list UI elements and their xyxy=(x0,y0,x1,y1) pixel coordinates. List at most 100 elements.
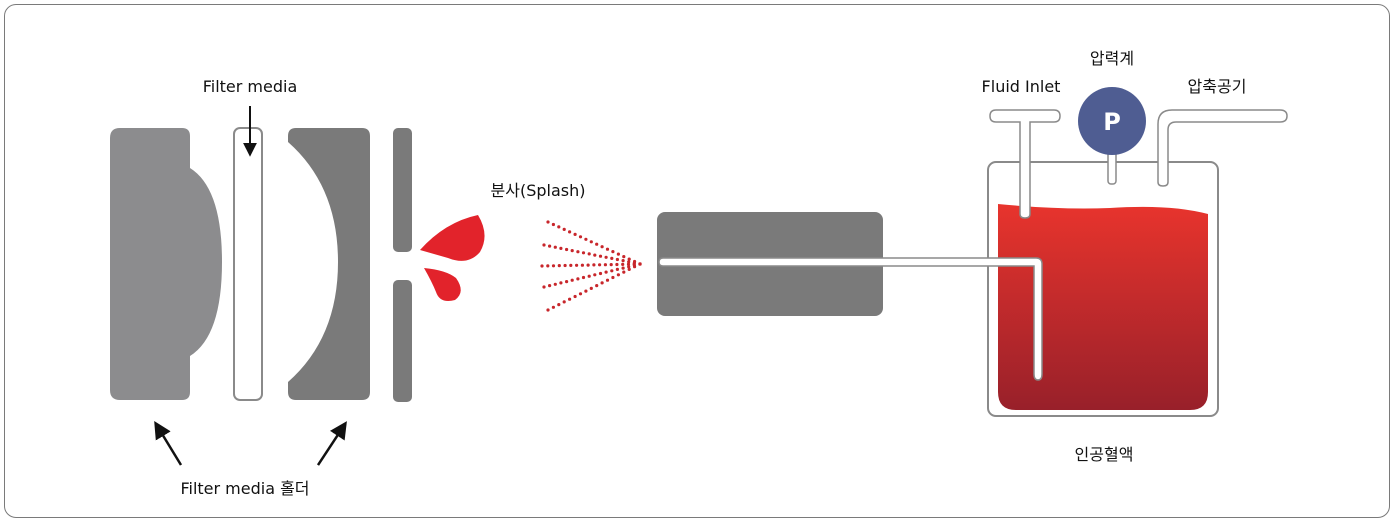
spray-dot xyxy=(576,277,580,281)
holder-right-arrow xyxy=(316,421,347,466)
spray-dot xyxy=(622,270,626,274)
holder-left-arrow xyxy=(154,421,183,466)
spray-dot xyxy=(584,237,588,241)
spray-dot xyxy=(621,262,625,266)
spray-dot xyxy=(627,265,631,269)
spray-dot xyxy=(598,271,603,276)
compressed-air-label: 압축공기 xyxy=(1188,77,1247,96)
spray-dot xyxy=(553,245,557,249)
spray-dot xyxy=(622,255,626,259)
spray-dot xyxy=(610,269,614,273)
spray-dot xyxy=(542,285,546,289)
fluid-inlet-label: Fluid Inlet xyxy=(982,77,1061,96)
spray-dot xyxy=(604,255,608,259)
artificial-blood-label: 인공혈액 xyxy=(1075,445,1134,464)
fluid-inlet-pipe xyxy=(989,109,1061,219)
spray-dots xyxy=(540,220,642,312)
spray-dot xyxy=(600,245,604,249)
spray-dot xyxy=(546,220,550,224)
spray-dot xyxy=(570,249,574,253)
spray-dot xyxy=(562,227,566,231)
spray-dot xyxy=(595,284,599,288)
compressed-air-pipe xyxy=(1157,109,1288,187)
spray-dot xyxy=(615,267,620,271)
pressure-gauge-label: 압력계 xyxy=(1090,49,1134,68)
spray-dot xyxy=(627,267,631,271)
spray-dot xyxy=(562,300,566,304)
spray-dot xyxy=(548,244,552,248)
plate-upper xyxy=(393,128,412,252)
spray-dot xyxy=(570,278,574,282)
spray-dot xyxy=(621,266,625,270)
spray-dot xyxy=(557,303,561,307)
spray-dot xyxy=(542,243,546,247)
spray-dot xyxy=(578,292,583,296)
spray-dot xyxy=(589,286,593,290)
filter-media-holder-right xyxy=(288,128,370,400)
blood-drop-upper xyxy=(420,215,485,261)
spray-dot xyxy=(586,263,590,267)
spray-dot xyxy=(573,294,577,299)
spray-dot xyxy=(551,305,556,309)
spray-dot xyxy=(587,252,591,256)
spray-dot xyxy=(621,259,625,263)
splash-label: 분사(Splash) xyxy=(491,181,586,200)
spray-dot xyxy=(593,253,597,257)
spray-dot xyxy=(609,263,613,267)
plate-lower xyxy=(393,280,412,402)
spray-dot xyxy=(557,225,561,229)
pressure-gauge xyxy=(1078,87,1146,155)
spray-dot xyxy=(598,263,602,267)
spray-dot xyxy=(565,247,569,252)
spray-dot xyxy=(581,251,586,255)
spray-dot xyxy=(616,252,621,256)
spray-dot xyxy=(540,264,544,268)
spray-dot xyxy=(615,262,619,267)
spray-dot xyxy=(565,280,569,284)
spray-dot xyxy=(557,264,561,268)
spray-dot xyxy=(578,235,583,239)
spray-dot xyxy=(627,260,631,264)
spray-dot xyxy=(563,263,567,268)
fluid-tube xyxy=(658,257,1043,381)
spray-dot xyxy=(603,263,608,267)
spray-dot xyxy=(616,273,621,277)
spray-dot xyxy=(575,263,579,267)
filter-media-holder-left xyxy=(110,128,222,400)
spray-dot xyxy=(568,297,572,301)
filter-media-label: Filter media xyxy=(203,77,298,96)
spray-dot xyxy=(546,308,550,312)
spray-dot xyxy=(587,274,591,278)
spray-dot xyxy=(592,263,596,267)
spray-dot xyxy=(611,250,615,254)
pressure-gauge-symbol: P xyxy=(1103,108,1121,136)
spray-dot xyxy=(611,275,615,280)
blood-drop-lower xyxy=(424,268,461,301)
spray-dot xyxy=(626,262,631,266)
filter-media xyxy=(233,127,263,401)
spray-dot xyxy=(615,257,620,262)
spray-dot xyxy=(551,222,556,227)
spray-dot xyxy=(605,247,610,251)
spray-dot xyxy=(604,270,608,274)
spray-dot xyxy=(627,257,631,261)
spray-dot xyxy=(595,242,599,246)
spray-dot xyxy=(610,256,614,260)
spray-dot xyxy=(559,281,563,285)
spray-dot xyxy=(551,264,556,268)
filter-media-holder-label: Filter media 홀더 xyxy=(180,479,309,498)
spray-dot xyxy=(593,273,597,277)
spray-dot xyxy=(584,289,588,293)
spray-dot xyxy=(569,263,573,267)
spray-dot xyxy=(581,275,586,280)
spray-dot xyxy=(633,265,637,269)
spray-dot xyxy=(598,254,603,258)
spray-dot xyxy=(559,246,563,250)
spray-dot xyxy=(580,263,585,267)
spray-dot xyxy=(553,282,557,286)
spray-dot xyxy=(600,281,604,285)
spray-dot xyxy=(605,278,610,282)
spray-dot xyxy=(548,284,552,288)
spray-dot xyxy=(589,240,593,244)
